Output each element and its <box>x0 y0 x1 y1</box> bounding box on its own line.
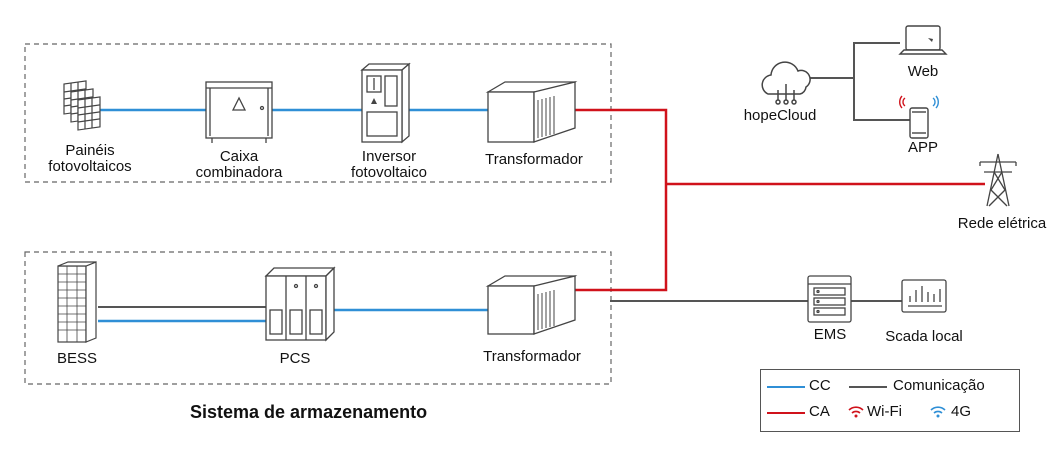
dc-lines <box>98 108 488 323</box>
combiner-box-icon <box>205 81 273 143</box>
storage-transformer-label: Transformador <box>483 348 581 365</box>
bess-label: BESS <box>56 350 98 367</box>
storage-group-box <box>24 251 612 385</box>
storage-system-title: Sistema de armazenamento <box>190 402 428 422</box>
pv-inverter-label: Inversor fotovoltaico <box>351 148 427 181</box>
storage-transformer-icon <box>485 275 578 335</box>
solar-panels-label: Painéis fotovoltaicos <box>48 142 132 175</box>
pcs-icon <box>264 266 336 342</box>
wifi-signal-icon <box>899 95 906 109</box>
legend-4g-label: 4G <box>951 403 972 420</box>
legend-ac-swatch <box>767 412 805 414</box>
hopecloud-label: hopeCloud <box>743 107 817 124</box>
solar-panels-icon <box>63 80 101 131</box>
ac-lines <box>575 108 985 292</box>
pv-inverter-icon <box>360 62 411 144</box>
legend: CC Comunicação CA Wi-Fi 4G <box>760 369 1020 432</box>
legend-dc-swatch <box>767 386 805 388</box>
scada-label: Scada local <box>885 328 963 345</box>
scada-monitor-icon <box>901 279 947 313</box>
web-label: Web <box>907 63 939 80</box>
bess-icon <box>57 261 97 343</box>
pv-group-box <box>24 43 612 183</box>
legend-wifi-icon <box>848 406 864 418</box>
legend-4g-icon <box>930 406 946 418</box>
legend-dc-label: CC <box>809 377 831 394</box>
4g-signal-icon <box>932 95 939 109</box>
cloud-icon <box>761 61 811 105</box>
comm-lines <box>98 42 910 308</box>
pv-transformer-label: Transformador <box>485 151 583 168</box>
pv-transformer-icon <box>485 81 578 143</box>
app-label: APP <box>907 139 938 156</box>
phone-icon <box>909 107 929 139</box>
legend-comm-swatch <box>849 386 887 388</box>
laptop-icon <box>898 25 948 55</box>
grid-label: Rede elétrica <box>957 215 1047 232</box>
pcs-label: PCS <box>279 350 311 367</box>
transmission-tower-icon <box>979 153 1017 207</box>
combiner-box-label: Caixa combinadora <box>195 148 283 181</box>
legend-wifi-label: Wi-Fi <box>867 403 902 420</box>
legend-ac-label: CA <box>809 403 830 420</box>
ems-icon <box>807 275 852 323</box>
ems-label: EMS <box>813 326 847 343</box>
legend-comm-label: Comunicação <box>893 377 985 394</box>
